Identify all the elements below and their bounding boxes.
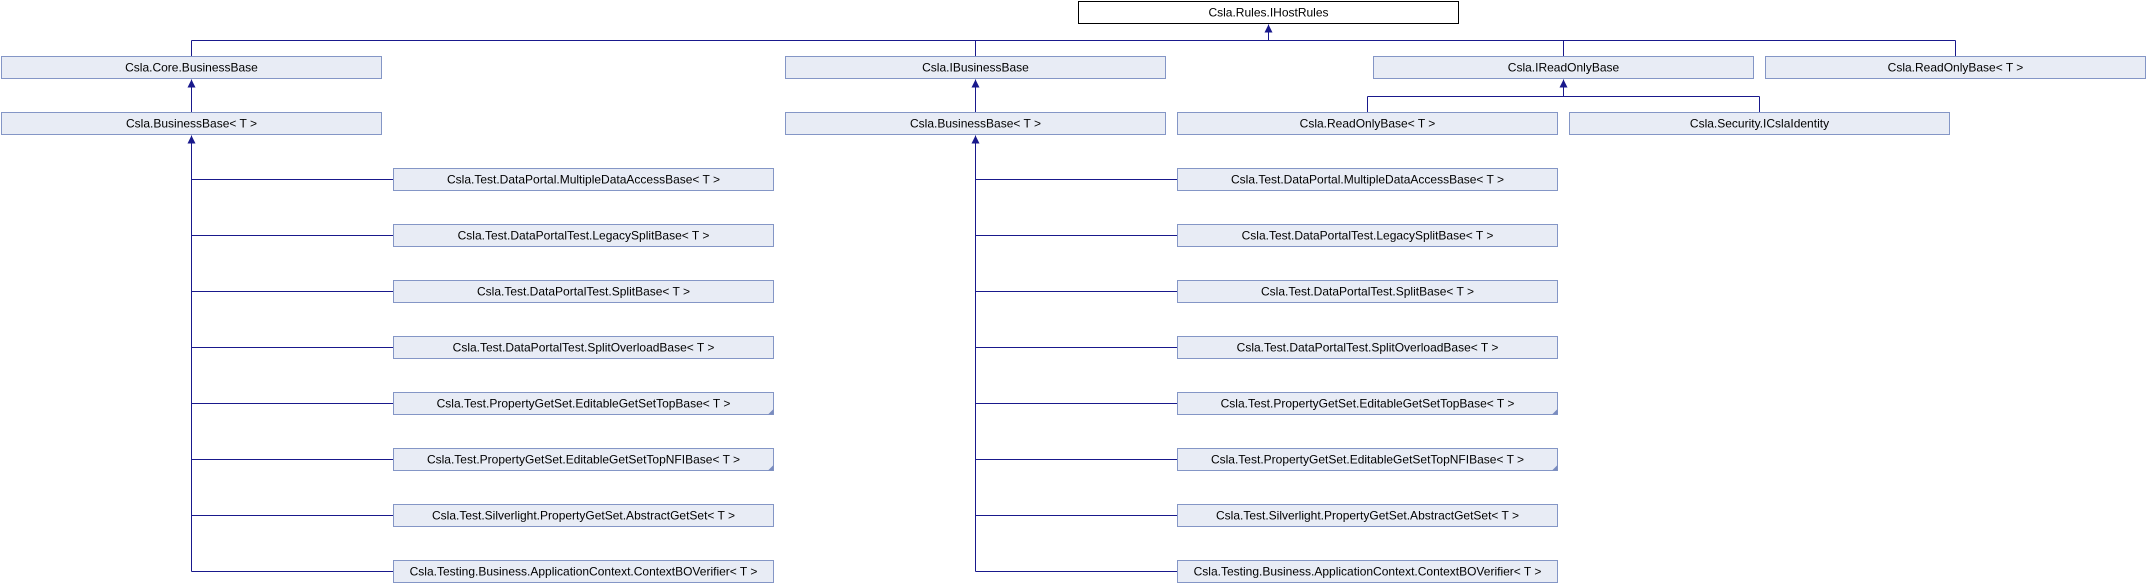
node-bb2-label: Csla.BusinessBase< T > xyxy=(910,117,1041,131)
node-right-child-7-label: Csla.Testing.Business.ApplicationContext… xyxy=(1194,565,1542,579)
node-right-child-0-box xyxy=(1177,168,1558,191)
node-icslaid[interactable]: Csla.Security.ICslaIdentity xyxy=(1569,112,1950,135)
node-right-child-5-label: Csla.Test.PropertyGetSet.EditableGetSetT… xyxy=(1211,453,1524,467)
node-right-child-5[interactable]: Csla.Test.PropertyGetSet.EditableGetSetT… xyxy=(1177,448,1558,471)
node-right-child-2-box xyxy=(1177,280,1558,303)
edge-right-arrow xyxy=(971,135,980,144)
node-right-child-6-label: Csla.Test.Silverlight.PropertyGetSet.Abs… xyxy=(1216,509,1519,523)
node-left-child-1[interactable]: Csla.Test.DataPortalTest.LegacySplitBase… xyxy=(393,224,774,247)
node-core-bb-box xyxy=(1,56,382,79)
node-icslaid-label: Csla.Security.ICslaIdentity xyxy=(1690,117,1829,131)
node-left-child-2-box xyxy=(393,280,774,303)
node-ihostrules-label: Csla.Rules.IHostRules xyxy=(1208,6,1328,20)
node-right-child-3[interactable]: Csla.Test.DataPortalTest.SplitOverloadBa… xyxy=(1177,336,1558,359)
node-left-child-1-label: Csla.Test.DataPortalTest.LegacySplitBase… xyxy=(458,229,710,243)
node-left-child-6-box xyxy=(393,504,774,527)
node-left-child-0-box xyxy=(393,168,774,191)
node-rob-top-label: Csla.ReadOnlyBase< T > xyxy=(1888,61,2024,75)
node-left-child-5-box xyxy=(393,448,774,471)
node-left-child-4-box xyxy=(393,392,774,415)
node-irob[interactable]: Csla.IReadOnlyBase xyxy=(1373,56,1754,79)
node-ibb[interactable]: Csla.IBusinessBase xyxy=(785,56,1166,79)
edge-left-arrow xyxy=(187,135,196,144)
node-core-bb[interactable]: Csla.Core.BusinessBase xyxy=(1,56,382,79)
node-left-child-2[interactable]: Csla.Test.DataPortalTest.SplitBase< T > xyxy=(393,280,774,303)
node-irob-box xyxy=(1373,56,1754,79)
node-left-child-6-label: Csla.Test.Silverlight.PropertyGetSet.Abs… xyxy=(432,509,735,523)
node-bb2[interactable]: Csla.BusinessBase< T > xyxy=(785,112,1166,135)
node-left-child-2-label: Csla.Test.DataPortalTest.SplitBase< T > xyxy=(477,285,690,299)
node-right-child-4[interactable]: Csla.Test.PropertyGetSet.EditableGetSetT… xyxy=(1177,392,1558,415)
node-rob2[interactable]: Csla.ReadOnlyBase< T > xyxy=(1177,112,1558,135)
arrow-to-ibusinessbase xyxy=(971,79,980,88)
node-right-child-0-label: Csla.Test.DataPortal.MultipleDataAccessB… xyxy=(1231,173,1504,187)
node-bb1-label: Csla.BusinessBase< T > xyxy=(126,117,257,131)
node-right-child-3-box xyxy=(1177,336,1558,359)
node-left-child-0[interactable]: Csla.Test.DataPortal.MultipleDataAccessB… xyxy=(393,168,774,191)
node-left-child-6[interactable]: Csla.Test.Silverlight.PropertyGetSet.Abs… xyxy=(393,504,774,527)
node-left-child-4-fold-marker xyxy=(768,409,774,415)
node-left-child-7-box xyxy=(393,560,774,583)
node-right-child-6[interactable]: Csla.Test.Silverlight.PropertyGetSet.Abs… xyxy=(1177,504,1558,527)
node-ihostrules-box xyxy=(1078,1,1459,24)
node-left-child-4-label: Csla.Test.PropertyGetSet.EditableGetSetT… xyxy=(437,397,731,411)
node-right-child-5-fold-marker xyxy=(1552,465,1558,471)
node-right-child-0[interactable]: Csla.Test.DataPortal.MultipleDataAccessB… xyxy=(1177,168,1558,191)
node-ibb-box xyxy=(785,56,1166,79)
node-rob2-box xyxy=(1177,112,1558,135)
node-bb1[interactable]: Csla.BusinessBase< T > xyxy=(1,112,382,135)
node-bb2-box xyxy=(785,112,1166,135)
node-right-child-3-label: Csla.Test.DataPortalTest.SplitOverloadBa… xyxy=(1237,341,1499,355)
node-bb1-box xyxy=(1,112,382,135)
node-ihostrules[interactable]: Csla.Rules.IHostRules xyxy=(1078,1,1459,24)
node-right-child-2[interactable]: Csla.Test.DataPortalTest.SplitBase< T > xyxy=(1177,280,1558,303)
node-left-child-0-label: Csla.Test.DataPortal.MultipleDataAccessB… xyxy=(447,173,720,187)
node-left-child-3[interactable]: Csla.Test.DataPortalTest.SplitOverloadBa… xyxy=(393,336,774,359)
node-right-child-4-box xyxy=(1177,392,1558,415)
arrow-to-ireadonlybase xyxy=(1559,79,1568,88)
node-core-bb-label: Csla.Core.BusinessBase xyxy=(125,61,258,75)
node-left-child-5-label: Csla.Test.PropertyGetSet.EditableGetSetT… xyxy=(427,453,740,467)
node-left-child-5[interactable]: Csla.Test.PropertyGetSet.EditableGetSetT… xyxy=(393,448,774,471)
node-icslaid-box xyxy=(1569,112,1950,135)
arrow-to-ihostrules xyxy=(1264,24,1273,33)
inheritance-edges xyxy=(187,24,1956,572)
node-right-child-7[interactable]: Csla.Testing.Business.ApplicationContext… xyxy=(1177,560,1558,583)
node-left-child-1-box xyxy=(393,224,774,247)
node-rob2-label: Csla.ReadOnlyBase< T > xyxy=(1300,117,1436,131)
node-rob-top[interactable]: Csla.ReadOnlyBase< T > xyxy=(1765,56,2146,79)
node-left-child-5-fold-marker xyxy=(768,465,774,471)
node-irob-label: Csla.IReadOnlyBase xyxy=(1508,61,1620,75)
node-left-child-7[interactable]: Csla.Testing.Business.ApplicationContext… xyxy=(393,560,774,583)
node-left-child-3-label: Csla.Test.DataPortalTest.SplitOverloadBa… xyxy=(453,341,715,355)
node-right-child-1-label: Csla.Test.DataPortalTest.LegacySplitBase… xyxy=(1242,229,1494,243)
node-left-child-4[interactable]: Csla.Test.PropertyGetSet.EditableGetSetT… xyxy=(393,392,774,415)
node-left-child-3-box xyxy=(393,336,774,359)
node-right-child-1-box xyxy=(1177,224,1558,247)
node-right-child-1[interactable]: Csla.Test.DataPortalTest.LegacySplitBase… xyxy=(1177,224,1558,247)
node-right-child-6-box xyxy=(1177,504,1558,527)
arrow-to-core-businessbase xyxy=(187,79,196,88)
node-right-child-7-box xyxy=(1177,560,1558,583)
node-ibb-label: Csla.IBusinessBase xyxy=(922,61,1029,75)
node-right-child-4-fold-marker xyxy=(1552,409,1558,415)
node-right-child-2-label: Csla.Test.DataPortalTest.SplitBase< T > xyxy=(1261,285,1474,299)
node-right-child-5-box xyxy=(1177,448,1558,471)
node-left-child-7-label: Csla.Testing.Business.ApplicationContext… xyxy=(410,565,758,579)
node-right-child-4-label: Csla.Test.PropertyGetSet.EditableGetSetT… xyxy=(1221,397,1515,411)
